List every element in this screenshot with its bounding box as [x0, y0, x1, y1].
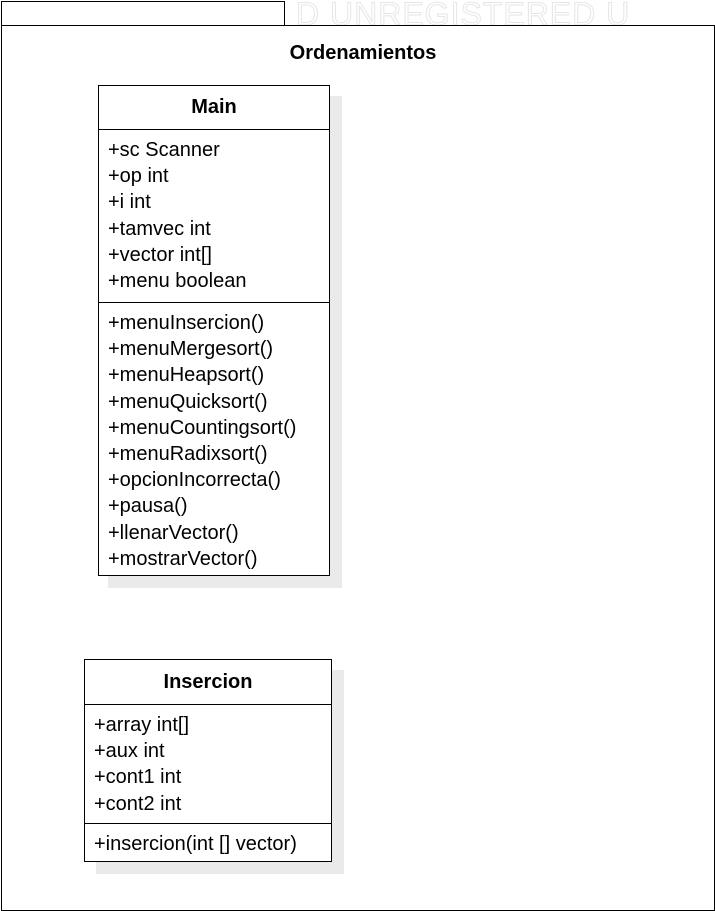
method-row: +menuInsercion(): [108, 312, 265, 334]
attribute-row: +tamvec int: [108, 217, 211, 240]
method-row: +menuQuicksort(): [108, 390, 268, 413]
package-title: Ordenamientos: [289, 42, 437, 64]
attribute-row: +array int[]: [94, 714, 190, 736]
method-row: +menuMergesort(): [108, 338, 274, 361]
attribute-row: +aux int: [94, 740, 165, 763]
methods-section: +menuInsercion() +menuMergesort() +menuHea…: [99, 302, 329, 572]
class-name: Insercion: [85, 660, 331, 705]
class-name: Main: [99, 86, 329, 130]
package-tab: [1, 1, 285, 25]
attribute-row: +op int: [108, 165, 169, 188]
method-row: +mostrarVector(): [108, 547, 258, 570]
attribute-row: +i int: [108, 191, 151, 214]
attribute-row: +cont2 int: [94, 792, 182, 815]
attribute-row: +vector int[]: [108, 243, 212, 266]
method-row: +opcionIncorrecta(): [108, 469, 281, 492]
method-row: +llenarVector(): [108, 521, 239, 544]
attributes-section: +sc Scanner +op int +i int +tamvec int +vect…: [99, 130, 329, 302]
attribute-row: +menu boolean: [108, 270, 247, 293]
attributes-section: +array int[] +aux int +cont1 int +cont2 int: [85, 705, 331, 823]
method-row: +menuHeapsort(): [108, 364, 265, 387]
methods-section: +insercion(int [] vector): [85, 823, 331, 857]
method-row: +menuCountingsort(): [108, 416, 297, 439]
class-insercion[interactable]: Insercion +array int[] +aux int +cont1 int…: [84, 659, 332, 862]
class-main[interactable]: Main +sc Scanner +op int +i int +tamvec int…: [98, 85, 330, 576]
method-row: +insercion(int [] vector): [94, 833, 297, 855]
method-row: +menuRadixsort(): [108, 443, 268, 466]
watermark-text: D UNREGISTERED U: [295, 0, 631, 33]
method-row: +pausa(): [108, 495, 188, 518]
attribute-row: +cont1 int: [94, 766, 182, 789]
attribute-row: +sc Scanner: [108, 139, 220, 161]
